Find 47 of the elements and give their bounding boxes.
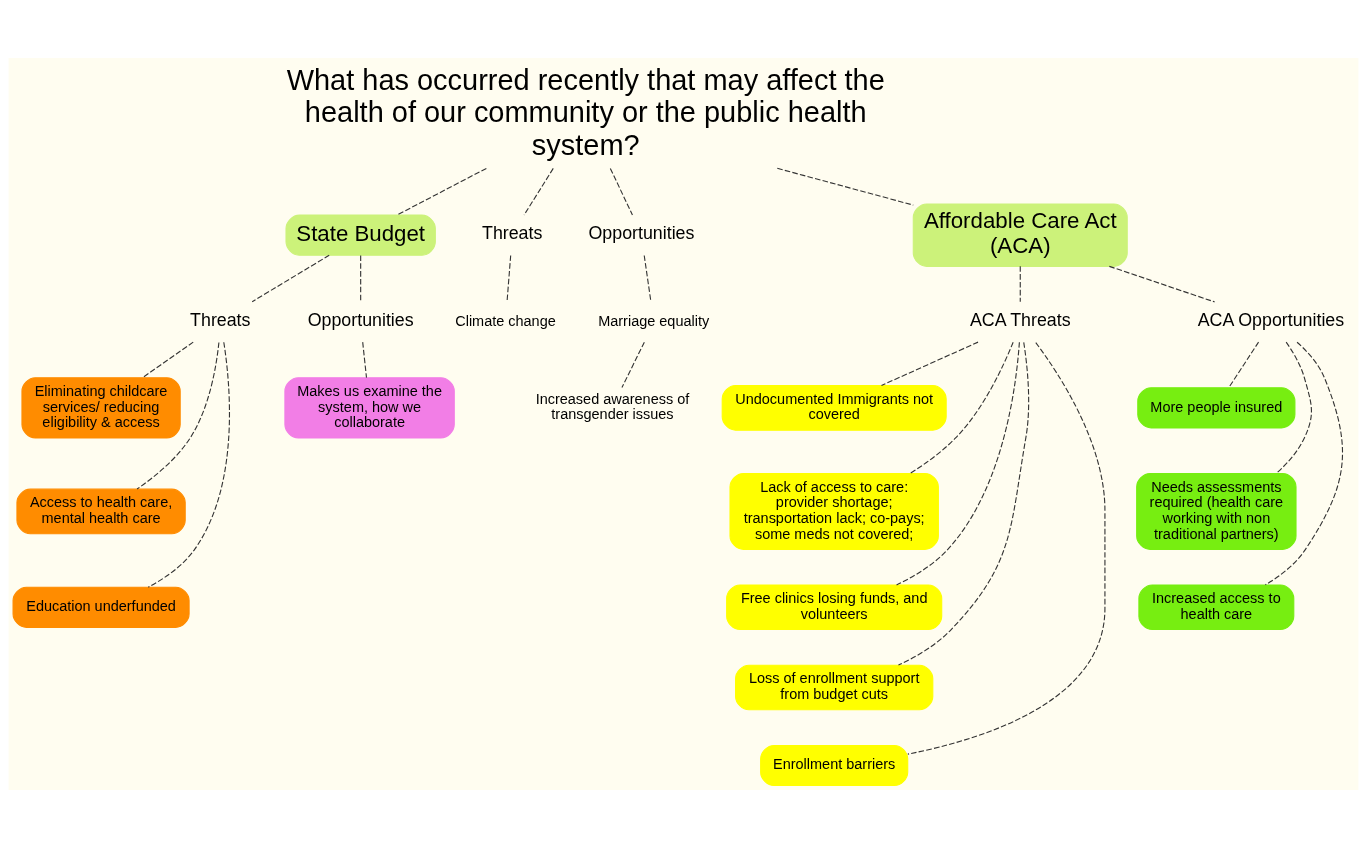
connector [896, 341, 1020, 585]
node-text: Threats [482, 222, 543, 243]
node-box: Enrollment barriers [760, 744, 909, 786]
connector [776, 167, 914, 206]
node-box: Affordable Care Act (ACA) [912, 202, 1128, 267]
node-text: What has occurred recently that may affect the health of our community or the public health system? [286, 63, 885, 161]
connector [251, 254, 330, 302]
connector [1228, 341, 1260, 388]
node-box: Makes us examine the system, how we collaborate [284, 376, 455, 438]
connector [141, 341, 194, 378]
node-box: Free clinics losing funds, and volunteers [726, 583, 943, 630]
connector [396, 167, 487, 216]
node-text: ACA Threats [969, 309, 1071, 330]
connector [1019, 265, 1021, 302]
connector [1275, 341, 1312, 474]
connector [506, 254, 512, 302]
node-box: Access to health care, mental health care [16, 488, 186, 534]
node-box: Loss of enrollment support from budget cuts [735, 664, 934, 710]
node-box: Eliminating childcare services/ reducing eligibility & access [21, 376, 181, 438]
node-box: Lack of access to care: provider shortage; transportation lack; co-pays; some meds not covered; [729, 472, 939, 550]
node-text: ACA Opportunities [1197, 309, 1345, 330]
connector [136, 341, 220, 490]
connector [880, 341, 979, 386]
node-text: Increased awareness of transgender issues [535, 390, 690, 422]
node-box: Undocumented Immigrants not covered [721, 384, 947, 431]
connector [362, 341, 368, 378]
connector [609, 167, 633, 216]
connector [621, 341, 645, 388]
node-box: Increased access to health care [1138, 583, 1295, 630]
connector [897, 341, 1030, 666]
connector [909, 341, 1014, 474]
node-text: Opportunities [307, 309, 414, 330]
connector [147, 341, 230, 588]
node-box: More people insured [1137, 386, 1296, 428]
connector [523, 167, 554, 216]
connector [1108, 265, 1216, 302]
connector [907, 341, 1106, 755]
node-box: Needs assessments required (health care working with non traditional partners) [1136, 472, 1297, 550]
node-box: State Budget [285, 214, 436, 256]
connector [1264, 341, 1344, 585]
node-text: Marriage equality [598, 312, 710, 329]
connector [360, 254, 362, 302]
node-text: Climate change [455, 312, 556, 329]
connector [643, 254, 652, 302]
node-text: Threats [190, 309, 251, 330]
node-text: Opportunities [588, 222, 695, 243]
node-box: Education underfunded [12, 586, 190, 628]
